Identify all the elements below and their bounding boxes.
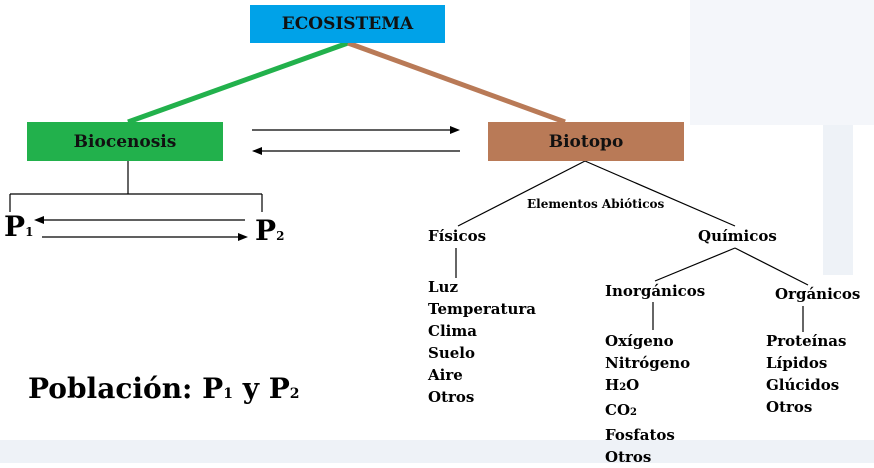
elementos-abioticos-label: Elementos Abióticos <box>527 197 665 211</box>
list-item: Proteínas <box>766 332 847 350</box>
p1-letter: P <box>4 210 26 243</box>
ecosistema-box: ECOSISTEMA <box>250 5 445 43</box>
list-item: Aire <box>428 366 463 384</box>
list-item: Otros <box>605 448 652 466</box>
quimicos-label: Químicos <box>698 227 777 245</box>
background-patch <box>0 440 874 463</box>
fisicos-label: Físicos <box>428 227 487 245</box>
inorganicos-label: Inorgánicos <box>605 282 706 300</box>
poblacion-caption: Población: P1 y P2 <box>28 372 300 405</box>
list-item: Otros <box>428 388 475 406</box>
list-item-co2: CO2 <box>605 401 637 419</box>
inorganicos-list: Oxígeno Nitrógeno H2O CO2 Fosfatos Otros <box>605 330 690 468</box>
list-item: Otros <box>766 398 813 416</box>
p2-subscript: 2 <box>276 229 285 243</box>
biotopo-label: Biotopo <box>548 131 624 152</box>
population-p2: P2 <box>255 214 284 247</box>
organicos-label: Orgánicos <box>775 285 861 303</box>
fisicos-list: Luz Temperatura Clima Suelo Aire Otros <box>428 276 536 408</box>
list-item: Lípidos <box>766 354 828 372</box>
organicos-list: Proteínas Lípidos Glúcidos Otros <box>766 330 846 418</box>
biotopo-box: Biotopo <box>488 122 684 161</box>
background-patch <box>690 0 874 125</box>
list-item: Nitrógeno <box>605 354 691 372</box>
list-item: Clima <box>428 322 477 340</box>
list-item: Luz <box>428 278 458 296</box>
biocenosis-label: Biocenosis <box>73 131 177 152</box>
list-item: Oxígeno <box>605 332 674 350</box>
list-item: Suelo <box>428 344 475 362</box>
biocenosis-box: Biocenosis <box>27 122 223 161</box>
list-item: Temperatura <box>428 300 536 318</box>
population-p1: P1 <box>4 210 33 243</box>
p1-subscript: 1 <box>25 225 34 239</box>
p2-letter: P <box>255 214 277 247</box>
ecosistema-label: ECOSISTEMA <box>281 14 414 34</box>
list-item-h2o: H2O <box>605 376 640 394</box>
list-item: Fosfatos <box>605 426 675 444</box>
background-patch <box>823 125 853 275</box>
list-item: Glúcidos <box>766 376 840 394</box>
